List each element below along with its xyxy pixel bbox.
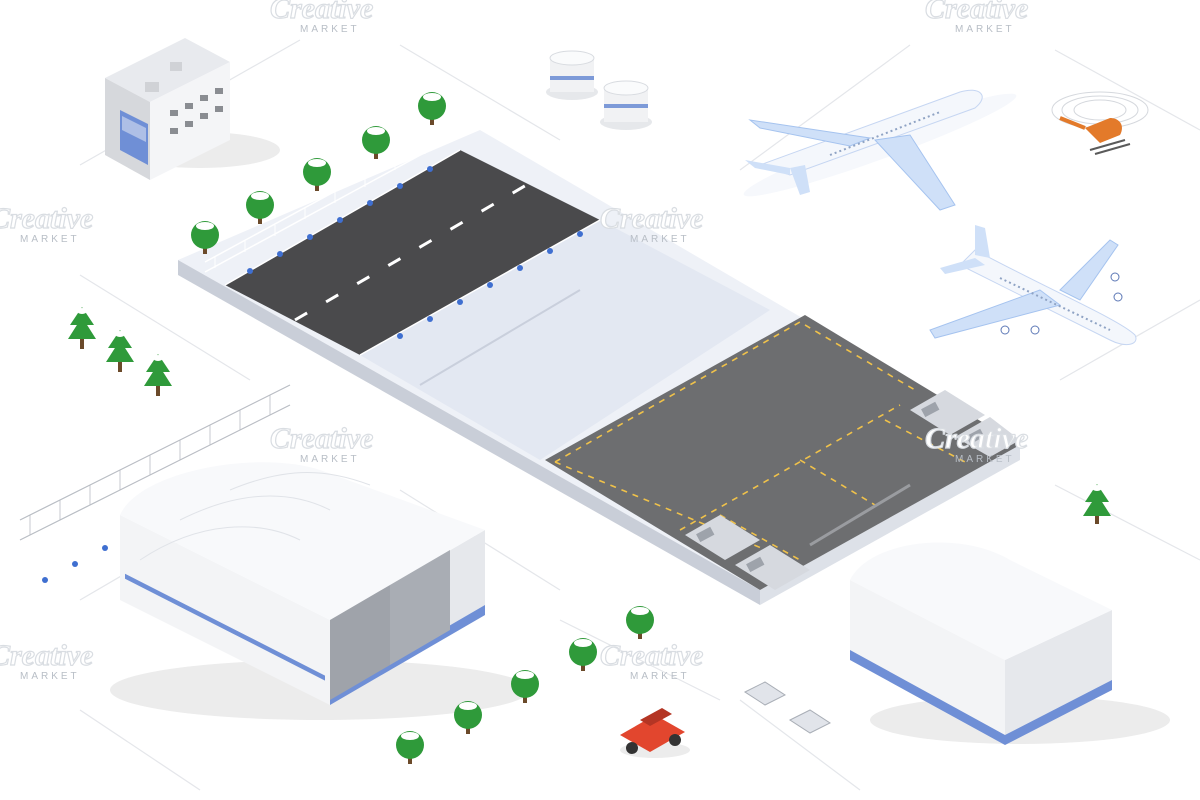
bottom-trees <box>396 484 1111 764</box>
runway-strip <box>224 149 601 356</box>
tow-tractor <box>620 708 690 758</box>
watermark-title: Creative <box>925 422 1028 455</box>
watermark-subtitle: MARKET <box>20 671 80 682</box>
airliner-small <box>743 89 1017 211</box>
perimeter-fence <box>19 384 291 541</box>
watermark-subtitle: MARKET <box>20 234 80 245</box>
platform-fence <box>204 117 471 273</box>
watermark-title: Creative <box>0 639 93 672</box>
watermark-subtitle: MARKET <box>955 24 1015 35</box>
fuel-tanks <box>546 50 652 130</box>
left-trees <box>68 307 172 396</box>
watermark-title: Creative <box>270 0 373 25</box>
watermark-subtitle: MARKET <box>300 454 360 465</box>
hangar-left <box>110 462 530 720</box>
watermark-title: Creative <box>600 202 703 235</box>
watermark-title: Creative <box>600 639 703 672</box>
helicopter <box>1051 91 1149 155</box>
apron-strip <box>545 315 1020 590</box>
watermark-subtitle: MARKET <box>955 454 1015 465</box>
watermark-subtitle: MARKET <box>630 234 690 245</box>
airliner-large <box>929 225 1137 346</box>
watermark-title: Creative <box>925 0 1028 25</box>
platform-trees <box>191 92 446 254</box>
watermark-subtitle: MARKET <box>630 671 690 682</box>
watermark-title: Creative <box>0 202 93 235</box>
watermark-title: Creative <box>270 422 373 455</box>
control-building <box>105 38 280 180</box>
watermark-subtitle: MARKET <box>300 24 360 35</box>
hangar-right <box>850 542 1170 745</box>
manhole-pads <box>743 681 832 734</box>
